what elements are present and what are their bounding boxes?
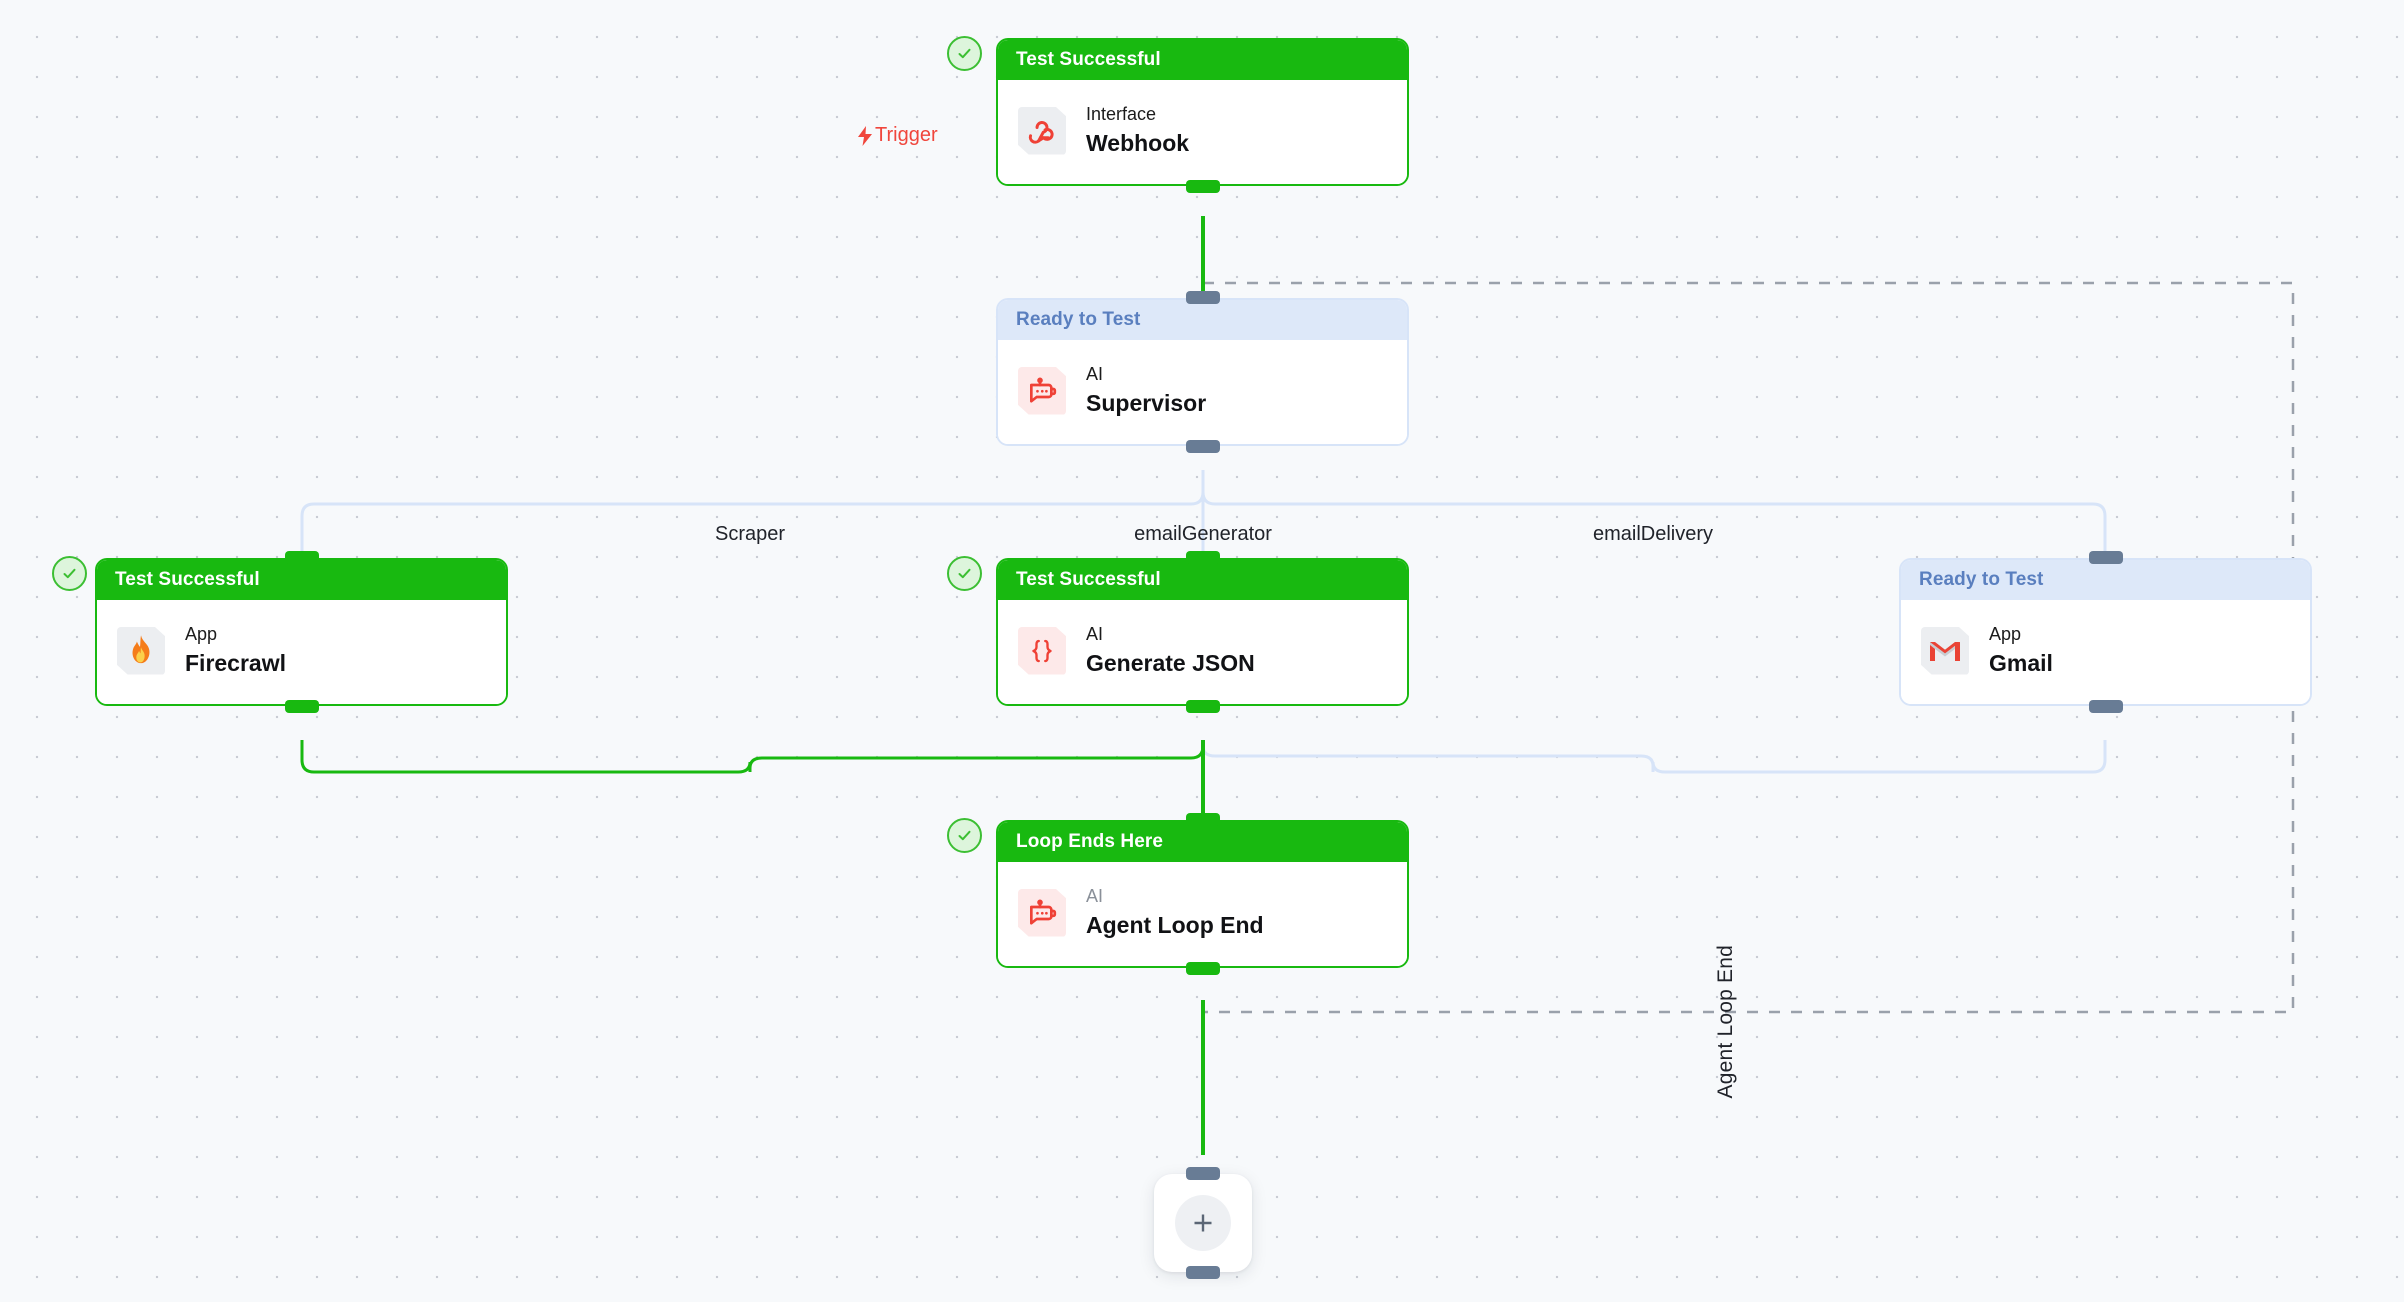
curly-braces-icon: [1018, 626, 1066, 675]
node-kind-agent-loop-end: AI: [1086, 886, 1104, 907]
gmail-icon: [1921, 626, 1969, 675]
check-circle-icon: [958, 568, 971, 579]
fire-icon: [117, 626, 165, 675]
node-title-gmail: Gmail: [1989, 649, 2053, 676]
agent-loop-region-label: Agent Loop End: [1714, 945, 1737, 1099]
node-status-agent-loop-end: Loop Ends Here: [998, 822, 1407, 862]
status-badge-webhook: [947, 36, 982, 71]
handle-generatejson-source[interactable]: [1185, 700, 1220, 713]
ai-robot-icon: [1018, 366, 1066, 415]
node-kind-gmail: App: [1989, 624, 2022, 645]
add-node-button[interactable]: [1154, 1167, 1252, 1279]
trigger-tag: Trigger: [857, 124, 938, 147]
handle-webhook-source[interactable]: [1185, 180, 1220, 193]
node-kind-generate-json: AI: [1086, 624, 1104, 645]
node-supervisor[interactable]: Ready to Test AI Supervisor: [996, 291, 1409, 453]
status-badge-agent-loop-end: [947, 818, 982, 853]
handle-gmail-source[interactable]: [2088, 700, 2123, 713]
handle-agentloopend-target[interactable]: [1185, 813, 1220, 826]
node-title-webhook: Webhook: [1086, 129, 1190, 156]
branch-label-scraper: Scraper: [714, 523, 786, 545]
node-status-firecrawl: Test Successful: [97, 560, 506, 600]
add-node-circle: [1175, 1195, 1231, 1251]
node-status-gmail: Ready to Test: [1901, 560, 2310, 600]
node-kind-firecrawl: App: [185, 624, 218, 645]
handle-gmail-target[interactable]: [2088, 551, 2123, 564]
branch-label-email-delivery: emailDelivery: [1592, 523, 1714, 545]
node-title-generate-json: Generate JSON: [1086, 649, 1255, 676]
handle-addnode-source[interactable]: [1186, 1266, 1220, 1279]
handle-generatejson-target[interactable]: [1185, 551, 1220, 564]
handle-supervisor-source[interactable]: [1185, 440, 1220, 453]
edge-firecrawl-to-generatejson: [748, 740, 1205, 772]
check-circle-icon: [958, 830, 971, 841]
status-badge-firecrawl: [52, 556, 87, 591]
node-title-agent-loop-end: Agent Loop End: [1086, 911, 1264, 938]
node-webhook[interactable]: Test Successful Interface Webhook: [996, 38, 1409, 193]
plus-icon: [1194, 1214, 1212, 1232]
trigger-label: Trigger: [875, 124, 938, 146]
handle-firecrawl-target[interactable]: [284, 551, 319, 564]
check-circle-icon: [958, 48, 971, 59]
node-agent-loop-end[interactable]: Loop Ends Here AI Agent Loop End: [996, 813, 1409, 975]
node-generate-json[interactable]: Test Successful AI Generate JSON: [996, 551, 1409, 713]
ai-robot-icon: [1018, 888, 1066, 937]
status-badge-generate-json: [947, 556, 982, 591]
node-kind-supervisor: AI: [1086, 364, 1104, 385]
node-status-supervisor: Ready to Test: [998, 300, 1407, 340]
node-kind-webhook: Interface: [1086, 104, 1157, 125]
node-firecrawl[interactable]: Test Successful App Firecrawl: [95, 551, 508, 713]
handle-agentloopend-source[interactable]: [1185, 962, 1220, 975]
check-circle-icon: [63, 568, 76, 579]
edge-firecrawl-out: [300, 740, 752, 774]
node-title-supervisor: Supervisor: [1086, 389, 1207, 416]
edge-gmail-return: [1201, 740, 1655, 772]
node-gmail[interactable]: Ready to Test App Gmail: [1899, 551, 2312, 713]
branch-label-email-generator: emailGenerator: [1134, 523, 1272, 545]
lightning-bolt-icon: [857, 125, 873, 146]
webhook-icon: [1018, 106, 1066, 155]
node-title-firecrawl: Firecrawl: [185, 649, 286, 676]
edge-gmail-out: [1651, 740, 2107, 774]
node-status-generate-json: Test Successful: [998, 560, 1407, 600]
handle-supervisor-target[interactable]: [1185, 291, 1220, 304]
handle-firecrawl-source[interactable]: [284, 700, 319, 713]
node-status-webhook: Test Successful: [998, 40, 1407, 80]
handle-addnode-target[interactable]: [1186, 1167, 1220, 1180]
